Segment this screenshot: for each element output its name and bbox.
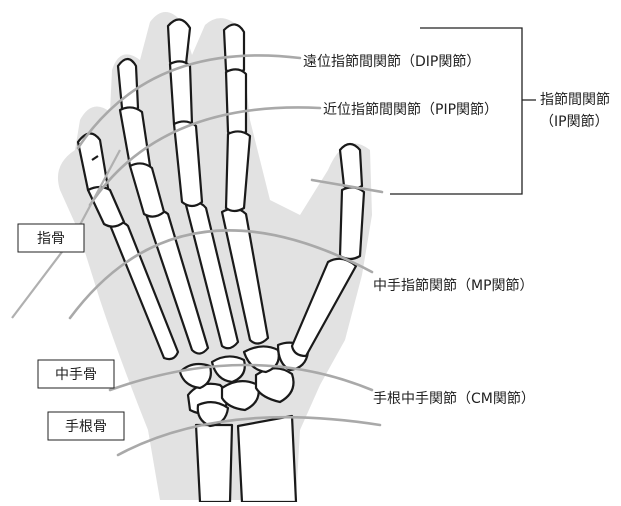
little-finger-bones	[224, 24, 250, 211]
label-pip: 近位指節間関節（PIP関節）	[323, 101, 498, 118]
label-cm: 手根中手関節（CM関節）	[373, 390, 535, 407]
label-ip-line2: （IP関節）	[540, 113, 609, 130]
label-dip: 遠位指節間関節（DIP関節）	[303, 53, 480, 70]
label-metacarpals: 中手骨	[55, 367, 97, 383]
box-carpals: 手根骨	[48, 412, 124, 440]
forearm-bones	[196, 416, 296, 502]
thumb-bones	[340, 144, 364, 259]
box-phalanges: 指骨	[18, 224, 84, 252]
label-carpals: 手根骨	[65, 419, 107, 435]
label-mp: 中手指節関節（MP関節）	[373, 277, 534, 294]
box-metacarpals: 中手骨	[38, 360, 114, 388]
label-phalanges: 指骨	[37, 231, 65, 247]
label-ip-line1: 指節間関節	[540, 91, 610, 108]
